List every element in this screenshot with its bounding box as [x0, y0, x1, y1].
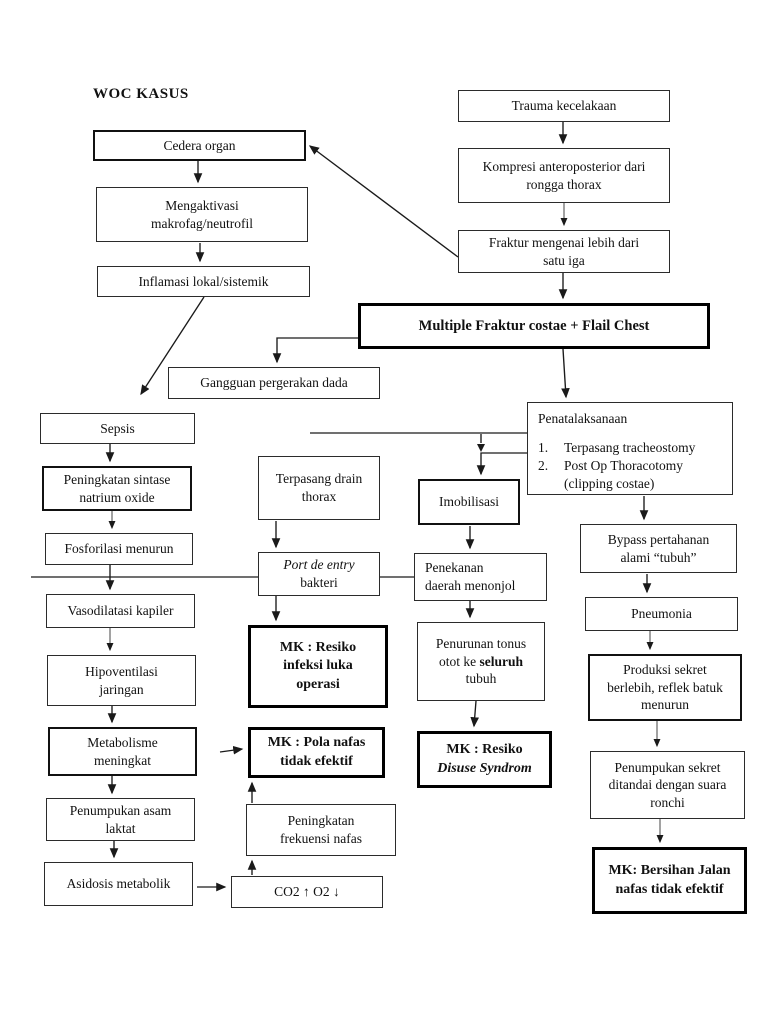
node-multiple-fraktur: Multiple Fraktur costae + Flail Chest	[358, 303, 710, 349]
node-terpasang-drain: Terpasang drain thorax	[258, 456, 380, 520]
node-fosforilasi: Fosforilasi menurun	[45, 533, 193, 565]
node-label: Peningkatan frekuensi nafas	[279, 813, 363, 846]
node-label: Penatalaksanaan	[538, 411, 628, 426]
node-label: Mengaktivasi makrofag/neutrofil	[151, 197, 253, 231]
node-label: Sepsis	[100, 420, 135, 436]
node-penurunan-tonus: Penurunan tonus otot ke seluruh tubuh	[417, 622, 545, 701]
node-trauma: Trauma kecelakaan	[458, 90, 670, 122]
node-cedera-organ: Cedera organ	[93, 130, 306, 161]
node-label: MK: Bersihan Jalan nafas tidak efektif	[608, 863, 731, 897]
node-label: Pneumonia	[631, 606, 692, 622]
node-bypass: Bypass pertahanan alami “tubuh”	[580, 524, 737, 573]
node-label: Port de entry	[283, 557, 355, 573]
node-label: Metabolisme meningkat	[87, 734, 158, 768]
node-label: MK : Pola nafas tidak efektif	[267, 735, 366, 769]
node-label: Penurunan tonus	[435, 636, 527, 652]
node-metabolisme: Metabolisme meningkat	[48, 727, 197, 776]
node-label: bakteri	[300, 575, 338, 590]
node-label: Multiple Fraktur costae + Flail Chest	[418, 317, 650, 334]
node-label: Gangguan pergerakan dada	[200, 375, 348, 391]
node-mk-pola-nafas: MK : Pola nafas tidak efektif	[248, 727, 385, 778]
node-mk-bersihan-jalan: MK: Bersihan Jalan nafas tidak efektif	[592, 847, 747, 914]
node-label: Bypass pertahanan alami “tubuh”	[607, 531, 710, 565]
node-label: Trauma kecelakaan	[511, 98, 617, 114]
node-asidosis: Asidosis metabolik	[44, 862, 193, 906]
node-peningkatan-sintase: Peningkatan sintase natrium oxide	[42, 466, 192, 511]
node-label: Penumpukan sekret ditandai dengan suara …	[608, 759, 727, 810]
node-label: Kompresi anteroposterior dari rongga tho…	[482, 158, 646, 192]
node-label: MK : Resiko	[446, 742, 523, 758]
node-sepsis: Sepsis	[40, 413, 195, 444]
node-co2-o2: CO2 ↑ O2 ↓	[231, 876, 383, 908]
node-penatalaksanaan: Penatalaksanaan 1. Terpasang tracheostom…	[527, 402, 733, 495]
node-label: Penumpukan asam laktat	[69, 802, 172, 836]
list-item-number: 1.	[538, 439, 549, 455]
node-label: Inflamasi lokal/sistemik	[138, 273, 269, 289]
page-title: WOC KASUS	[93, 86, 189, 102]
node-label: Disuse Syndrom	[437, 760, 532, 776]
node-hipoventilasi: Hipoventilasi jaringan	[47, 655, 196, 706]
node-label: Asidosis metabolik	[66, 876, 171, 892]
node-label: Imobilisasi	[439, 494, 499, 510]
node-label: Produksi sekret berlebih, reflek batuk m…	[607, 662, 723, 713]
node-label: Hipoventilasi jaringan	[85, 663, 158, 697]
list-item: 2. Post Op Thoracotomy (clipping costae)	[538, 457, 683, 492]
node-label: Fosforilasi menurun	[64, 541, 174, 557]
node-label: Peningkatan sintase natrium oxide	[63, 471, 171, 505]
list-item: 1. Terpasang tracheostomy	[538, 439, 695, 457]
node-gangguan: Gangguan pergerakan dada	[168, 367, 380, 399]
node-imobilisasi: Imobilisasi	[418, 479, 520, 525]
node-port-de-entry: Port de entry bakteri	[258, 552, 380, 596]
list-item-number: 2.	[538, 458, 549, 474]
node-label: tubuh	[465, 671, 497, 687]
node-label: Vasodilatasi kapiler	[67, 603, 174, 619]
node-label: otot ke seluruh	[438, 653, 523, 669]
node-label: CO2 ↑ O2 ↓	[274, 884, 340, 900]
node-penumpukan-asam: Penumpukan asam laktat	[46, 798, 195, 841]
node-label: Cedera organ	[163, 137, 236, 153]
node-label: Terpasang drain thorax	[275, 471, 363, 504]
node-vasodilatasi: Vasodilatasi kapiler	[46, 594, 195, 628]
node-mk-disuse-syndrom: MK : Resiko Disuse Syndrom	[417, 731, 552, 788]
node-produksi-sekret: Produksi sekret berlebih, reflek batuk m…	[588, 654, 742, 721]
node-peningkatan-frekuensi: Peningkatan frekuensi nafas	[246, 804, 396, 856]
list-item-text: Terpasang tracheostomy	[564, 439, 696, 455]
node-fraktur: Fraktur mengenai lebih dari satu iga	[458, 230, 670, 273]
node-kompresi: Kompresi anteroposterior dari rongga tho…	[458, 148, 670, 203]
node-label: Fraktur mengenai lebih dari satu iga	[488, 234, 640, 268]
node-label: MK : Resiko infeksi luka operasi	[279, 640, 357, 692]
list-item-text: Post Op Thoracotomy (clipping costae)	[564, 458, 683, 491]
node-penekanan: Penekanan daerah menonjol	[414, 553, 547, 601]
node-mk-resiko-infeksi: MK : Resiko infeksi luka operasi	[248, 625, 388, 708]
node-mengaktivasi: Mengaktivasi makrofag/neutrofil	[96, 187, 308, 242]
node-penumpukan-sekret: Penumpukan sekret ditandai dengan suara …	[590, 751, 745, 819]
node-pneumonia: Pneumonia	[585, 597, 738, 631]
node-inflamasi: Inflamasi lokal/sistemik	[97, 266, 310, 297]
node-label: Penekanan daerah menonjol	[425, 560, 516, 593]
